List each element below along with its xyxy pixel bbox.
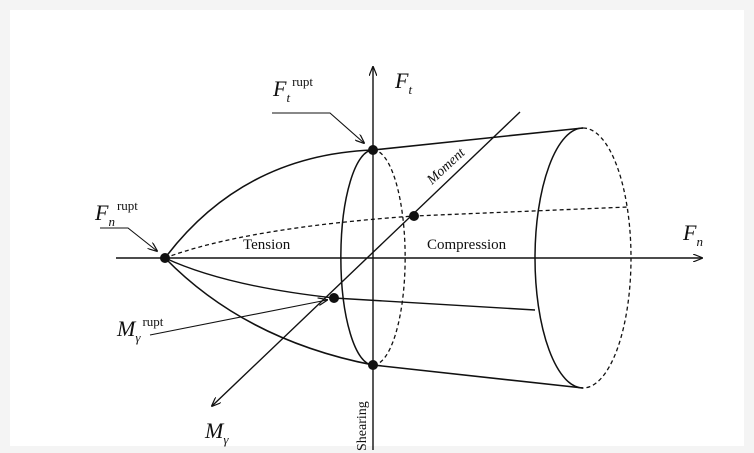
- mgamma-axis: [212, 111, 521, 406]
- shearing-label: Shearing: [355, 401, 370, 451]
- envelope-top-curve: [164, 127, 584, 259]
- mgamma-rupt-point: [329, 293, 339, 303]
- fn-rupt-pointer: [100, 227, 157, 251]
- end-section-back: [582, 127, 632, 389]
- end-section-front: [534, 127, 584, 389]
- middle-section-front: [340, 149, 374, 366]
- mgamma-axis-label: Mγ: [205, 418, 229, 447]
- ft-rupt-point: [368, 145, 378, 155]
- envelope-back-curve: [164, 206, 629, 259]
- envelope-bottom-curve: [164, 257, 584, 389]
- tension-label: Tension: [243, 237, 291, 253]
- fn-rupt-label: Fnrupt: [95, 198, 138, 229]
- fn-axis-label: Fn: [683, 220, 703, 249]
- ft-rupt-pointer: [272, 112, 364, 143]
- mgamma-rupt-label: Mγrupt: [117, 314, 164, 345]
- shearing-bottom-point: [368, 360, 378, 370]
- moment-point: [409, 211, 419, 221]
- mgamma-rupt-pointer: [149, 300, 327, 336]
- figure-page: [10, 10, 744, 446]
- fn-rupt-point: [160, 253, 170, 263]
- compression-label: Compression: [427, 237, 507, 253]
- envelope-front-curve: [164, 257, 536, 311]
- ft-axis-label: Ft: [395, 68, 413, 97]
- ft-rupt-label: Ftrupt: [273, 74, 314, 105]
